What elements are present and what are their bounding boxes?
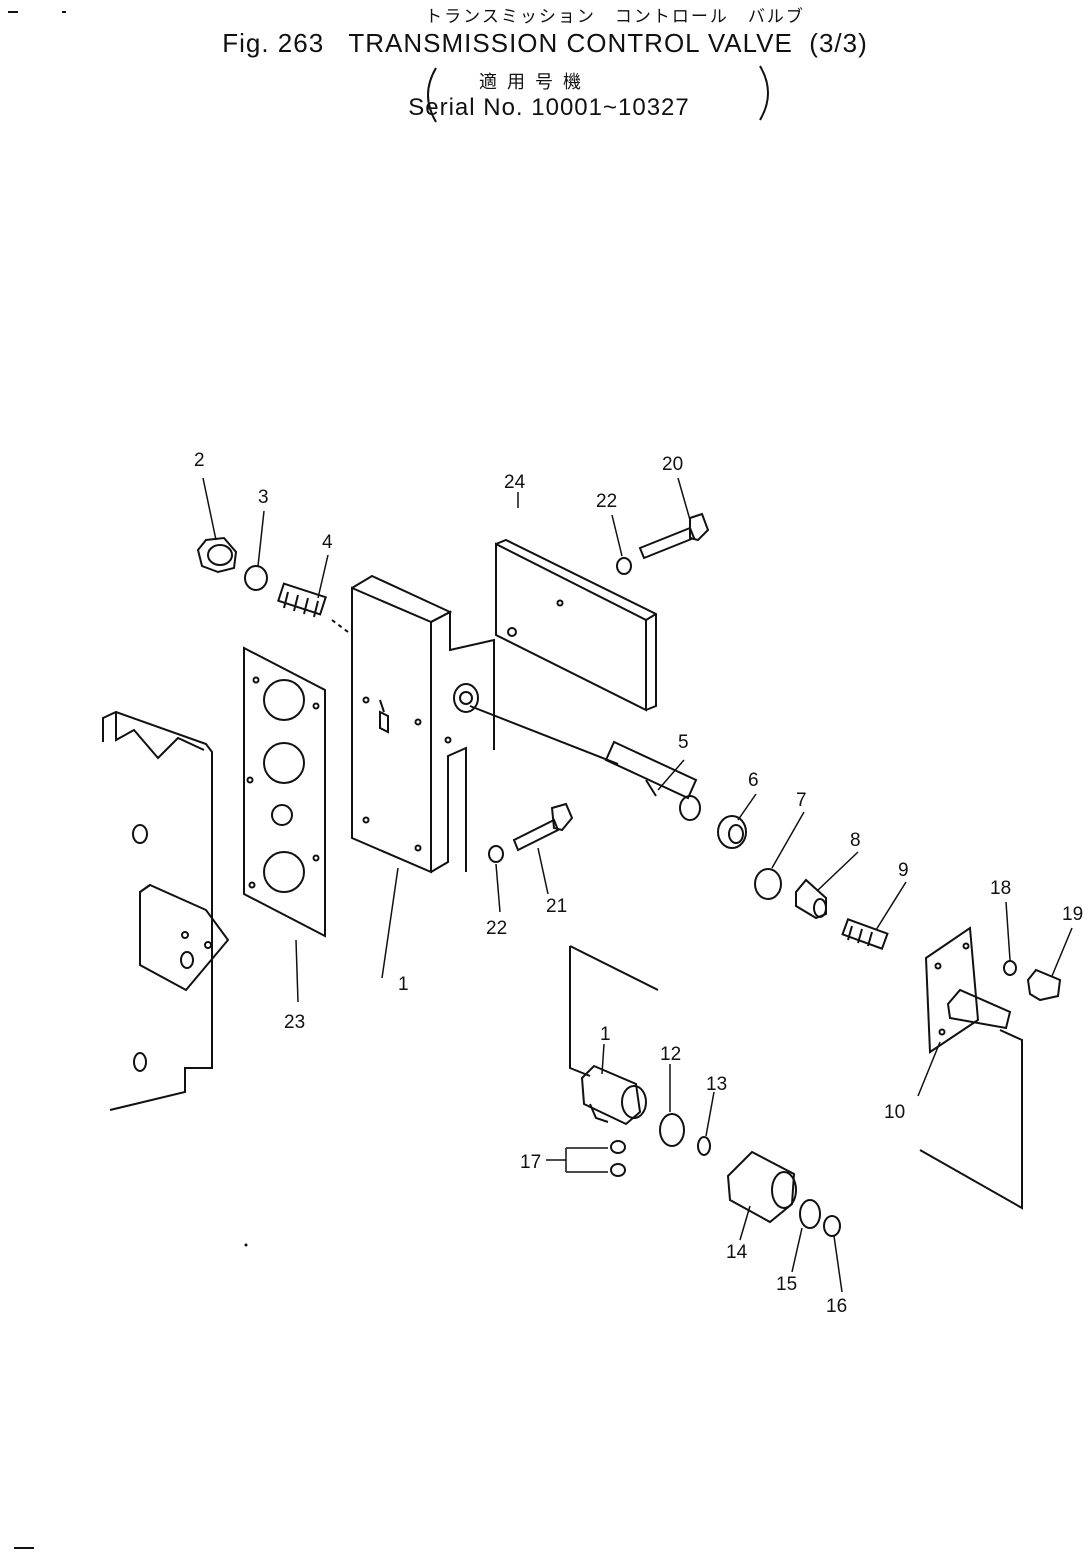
callout-5: 5 [678, 732, 689, 753]
washer-part [488, 845, 504, 863]
sleeve-part [726, 1150, 797, 1224]
scan-dot [244, 1243, 248, 1247]
callout-1: 1 [398, 974, 409, 995]
callout-21: 21 [546, 896, 567, 917]
callout-13: 13 [706, 1074, 727, 1095]
callout-23: 23 [284, 1012, 305, 1033]
callout-12: 12 [660, 1044, 681, 1065]
sleeve-part [580, 1064, 647, 1126]
washer-part [1003, 960, 1017, 976]
bolt-part [1026, 968, 1062, 1002]
callout-14: 14 [726, 1242, 748, 1263]
bracket-part [919, 926, 1023, 1210]
callout-6: 6 [748, 770, 759, 791]
o-ring-part [754, 868, 782, 900]
bracket-left [427, 67, 437, 123]
spring-part [841, 918, 889, 950]
callout-9: 9 [898, 860, 909, 881]
bolt-part [512, 802, 574, 852]
applicability-label: 適用号機 [479, 72, 591, 93]
callout-7: 7 [796, 790, 807, 811]
callout-3: 3 [258, 487, 269, 508]
callout-labels: 1 2 3 4 5 6 7 8 9 10 1 12 13 14 15 16 17… [194, 450, 1083, 1317]
callout-11: 1 [600, 1024, 611, 1045]
cover-plate [495, 538, 657, 712]
callout-16: 16 [826, 1296, 847, 1317]
washer-pair [610, 1140, 626, 1177]
bracket-right [759, 65, 769, 121]
callout-18: 18 [990, 878, 1011, 899]
callout-22-bottom: 22 [486, 918, 507, 939]
plug-part [196, 536, 238, 574]
callout-4: 4 [322, 532, 333, 553]
washer-part [799, 1199, 821, 1229]
valve-body [351, 574, 495, 874]
callout-2: 2 [194, 450, 205, 471]
callout-15: 15 [776, 1274, 797, 1295]
collar-part [659, 1113, 685, 1147]
valve-housing-left [102, 710, 230, 1111]
serial-range: Serial No. 10001~10327 [408, 94, 690, 121]
leader-lines [202, 477, 1073, 1293]
callout-24: 24 [504, 472, 526, 493]
callout-20: 20 [662, 454, 683, 475]
o-ring-part [244, 565, 268, 591]
callout-17: 17 [520, 1152, 541, 1173]
callout-22-top: 22 [596, 491, 617, 512]
mounting-plate [569, 945, 659, 1077]
callout-8: 8 [850, 830, 861, 851]
spring-part [277, 582, 349, 633]
spool-part [469, 705, 701, 821]
bolt-part [638, 512, 710, 560]
o-ring-part [697, 1136, 711, 1156]
callout-10: 10 [884, 1102, 905, 1123]
washer-part [823, 1215, 841, 1237]
collar-part [717, 815, 747, 849]
piston-part [795, 878, 827, 920]
katakana-title: トランスミッション コントロール バルブ [425, 7, 805, 27]
callout-19: 19 [1062, 904, 1083, 925]
gasket-plate [243, 646, 326, 938]
figure-title: Fig. 263 TRANSMISSION CONTROL VALVE (3/3… [222, 28, 868, 58]
washer-part [616, 557, 632, 575]
